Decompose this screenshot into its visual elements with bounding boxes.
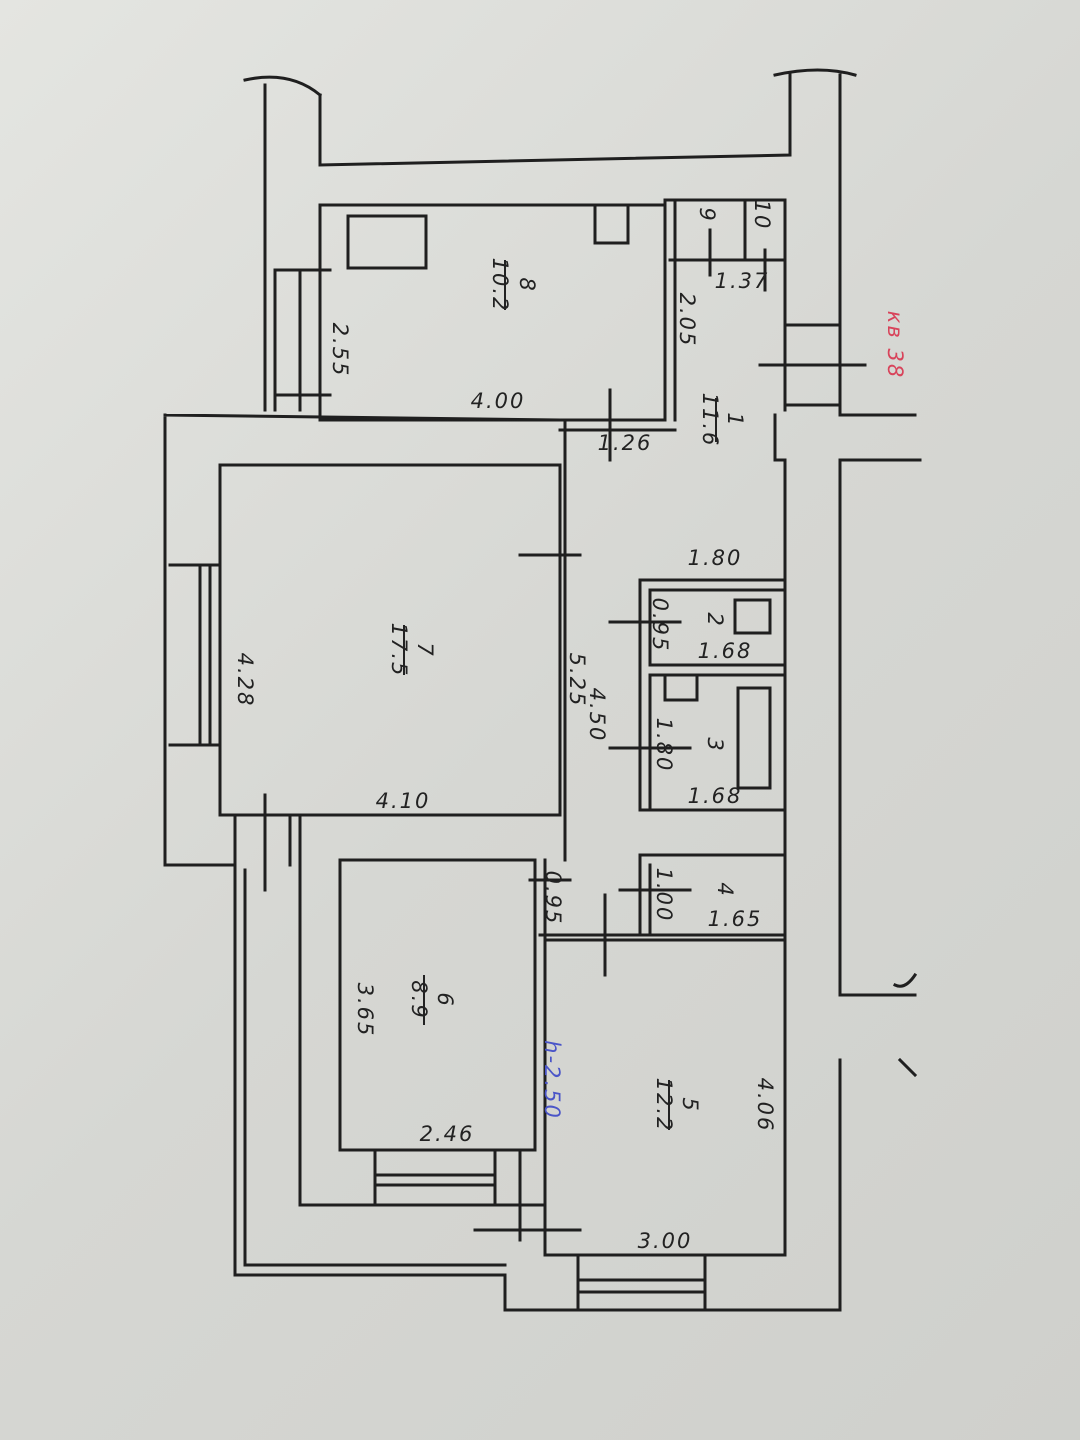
- apartment-label: кв 38: [883, 311, 907, 379]
- dimension-label: 1.37: [715, 269, 770, 293]
- dimension-label: 4.00: [471, 389, 526, 413]
- dimension-label: 1.80: [688, 546, 743, 570]
- dimension-label: 1.00: [652, 868, 676, 923]
- dimension-label: 2.05: [675, 293, 699, 348]
- dimension-label: 1.68: [688, 784, 743, 808]
- room-10-number: 10: [750, 200, 774, 231]
- room-9-number: 9: [695, 207, 719, 222]
- dimension-label: 1.80: [652, 718, 676, 773]
- ceiling-height-label: h-2.50: [540, 1040, 564, 1120]
- dimension-label: 1.26: [598, 431, 653, 455]
- room-1-area: 11.6: [698, 393, 722, 448]
- room-7-number: 7: [413, 642, 437, 657]
- room-6-area: 8.9: [407, 980, 431, 1019]
- room-6-number: 6: [433, 992, 457, 1007]
- room-5-area: 12.2: [652, 1078, 676, 1133]
- dimension-label: 4.50: [585, 688, 609, 743]
- dimension-label: 4.10: [376, 789, 431, 813]
- room-8-area: 10.2: [488, 258, 512, 313]
- room-8-number: 8: [515, 277, 539, 292]
- dimension-label: 1.65: [708, 907, 763, 931]
- room-7-area: 17.5: [387, 623, 411, 678]
- walls: [163, 68, 922, 1312]
- dimension-label: 3.00: [638, 1229, 693, 1253]
- room-2-number: 2: [703, 612, 727, 627]
- dimension-label: 2.55: [328, 323, 352, 378]
- dimension-label: 0.95: [541, 871, 565, 926]
- dimension-label: 4.28: [233, 653, 257, 708]
- labels: кв 38 h-2.50 8 10.2 2.55 4.00 2.05 9 10 …: [233, 200, 907, 1253]
- room-3-number: 3: [703, 737, 727, 752]
- dimension-label: 5.25: [565, 653, 589, 708]
- room-5-number: 5: [678, 1097, 702, 1112]
- dimension-label: 4.06: [753, 1078, 777, 1133]
- dimension-label: 3.65: [353, 983, 377, 1038]
- dimension-label: 0.95: [648, 598, 672, 653]
- dimension-label: 1.68: [698, 639, 753, 663]
- room-4-number: 4: [713, 882, 737, 897]
- room-1-number: 1: [723, 412, 747, 427]
- dimension-label: 2.46: [420, 1122, 475, 1146]
- fraction-bars: [403, 260, 717, 1130]
- stove-icon: [346, 214, 428, 270]
